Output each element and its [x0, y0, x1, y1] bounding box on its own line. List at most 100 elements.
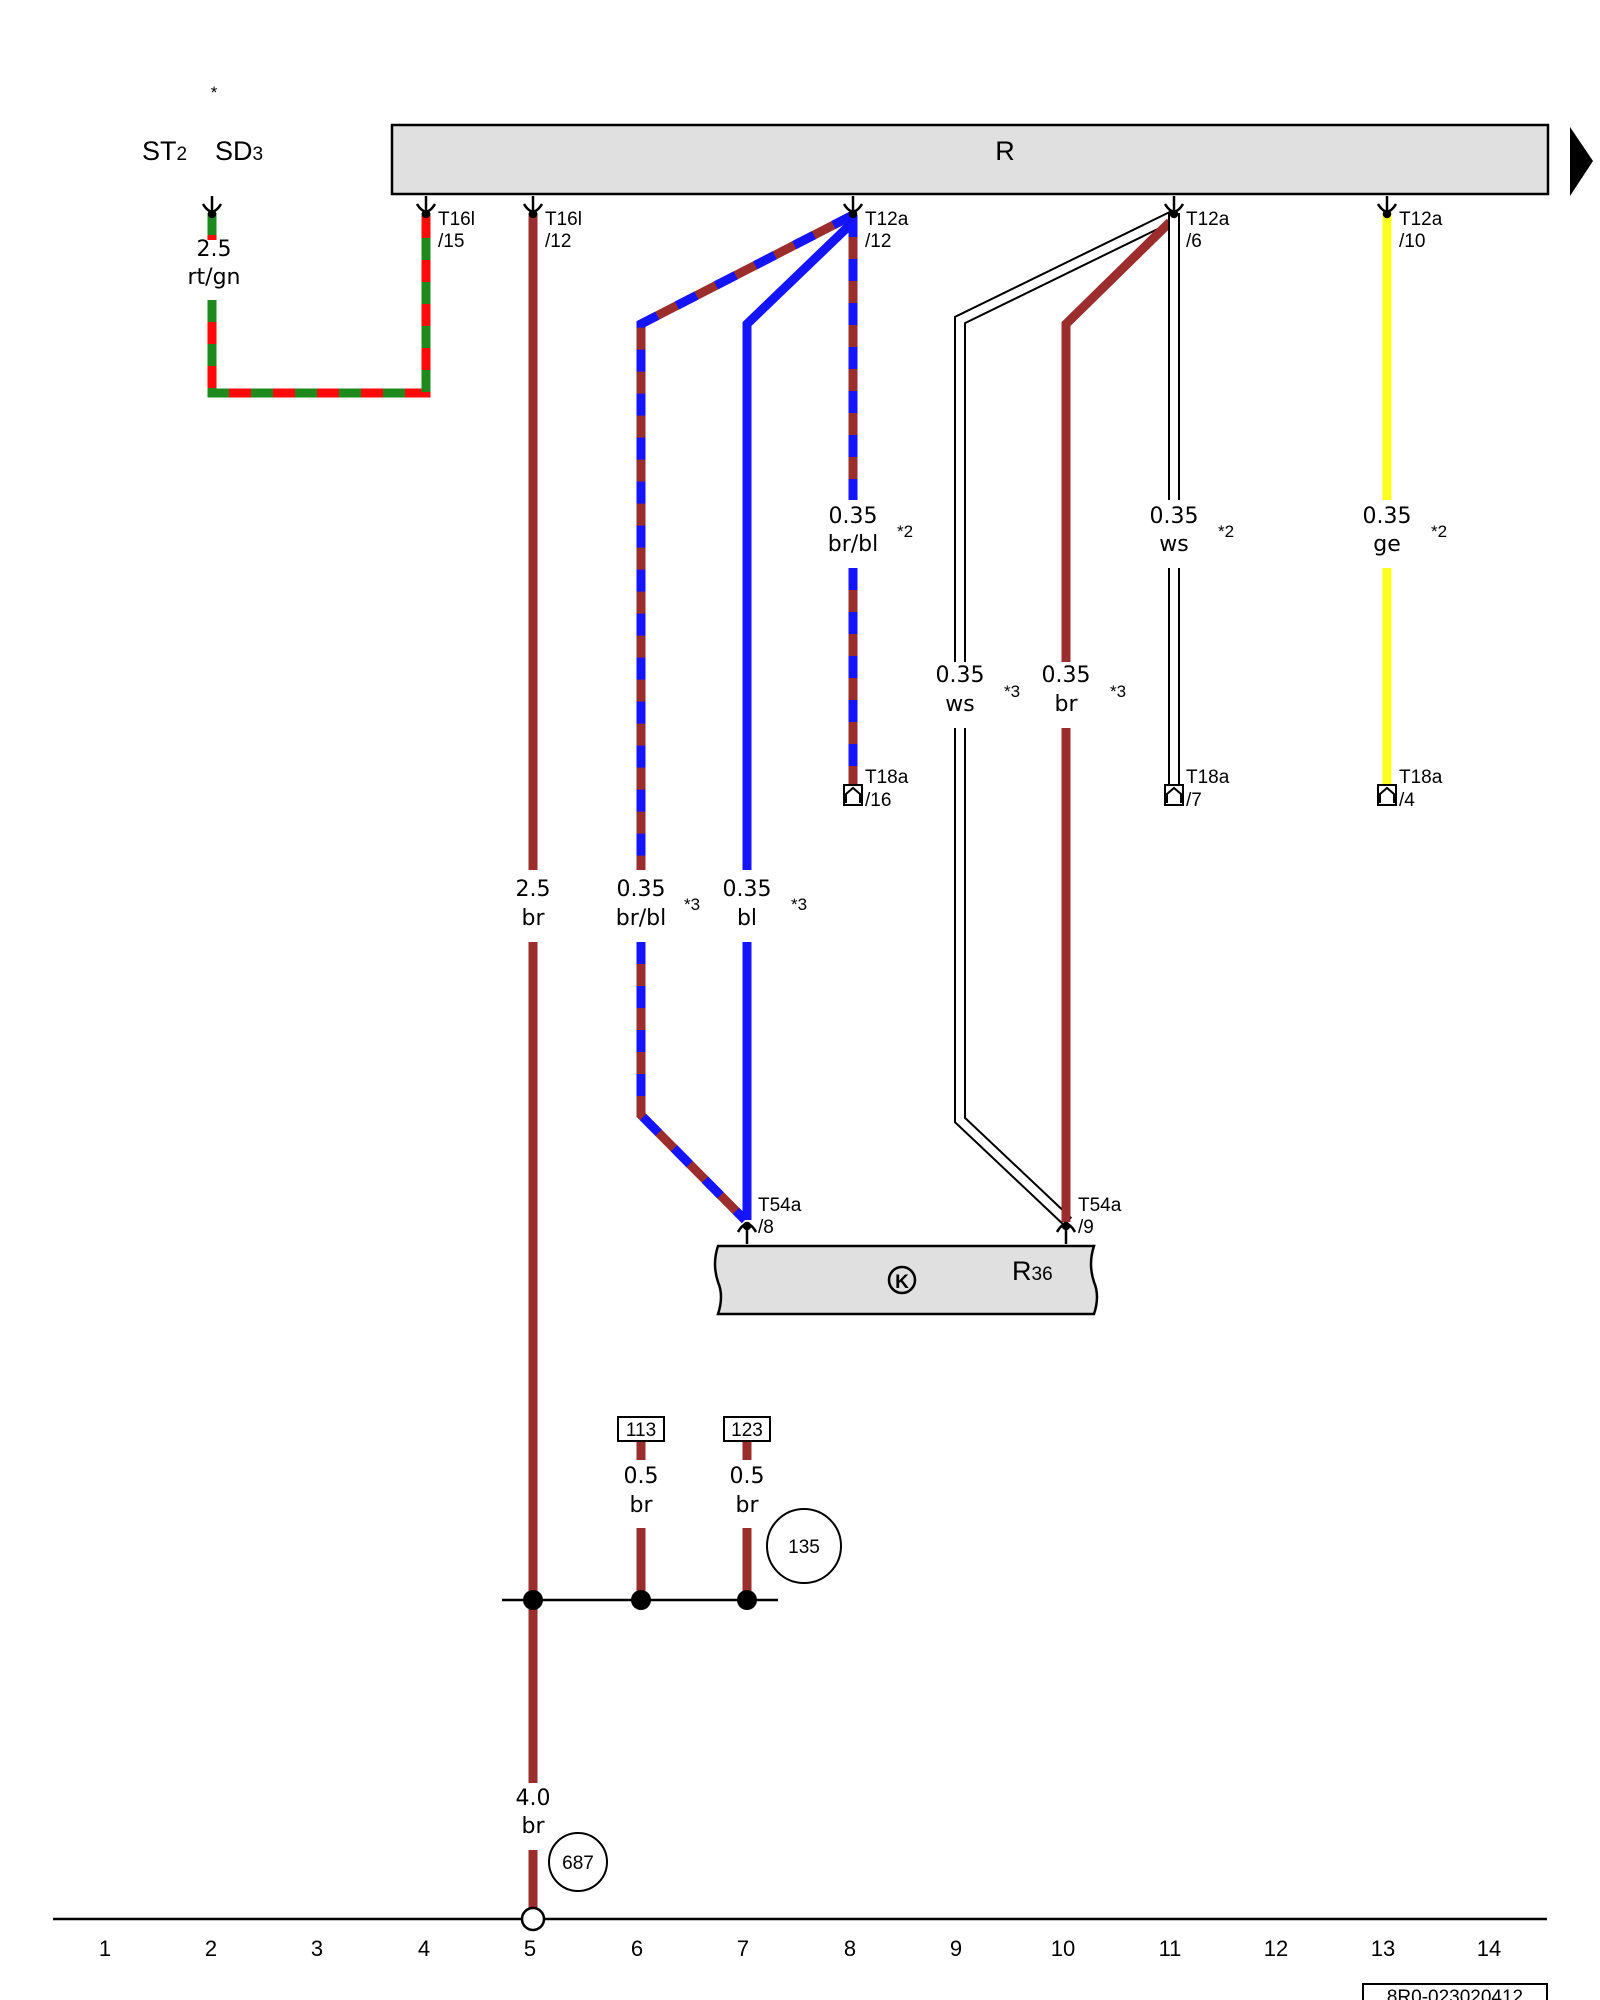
pin-symbols-top [201, 196, 1398, 219]
svg-text:2.5: 2.5 [197, 237, 232, 262]
connector-t54a-9: T54a/9 [1078, 1195, 1122, 1238]
svg-text:0.35: 0.35 [1363, 504, 1412, 529]
splice-node-icon [631, 1590, 651, 1610]
component-r36: K R36 [713, 1221, 1099, 1316]
pin-icon [522, 196, 544, 219]
continuation-arrow-icon [1570, 127, 1593, 196]
svg-text:ws: ws [1159, 532, 1188, 557]
ref-box-113: 113 [617, 1416, 665, 1442]
svg-text:*3: *3 [1110, 682, 1126, 701]
wire-br-bl-col6 [636, 210, 856, 1224]
svg-text:0.5: 0.5 [624, 1464, 659, 1489]
ground-splice [502, 1590, 778, 1610]
splice-node-icon [737, 1590, 757, 1610]
svg-text:T18a: T18a [1399, 767, 1443, 788]
connector-t54a-8: T54a/8 [758, 1195, 802, 1238]
svg-text:T18a: T18a [1186, 767, 1230, 788]
fuse-labels: ST2 SD3 * [142, 83, 263, 166]
doc-code-box: 8R0-023020412 [1362, 1983, 1548, 2000]
wire-label-br-123: 0.5br [730, 1464, 765, 1518]
svg-text:0.35: 0.35 [829, 504, 878, 529]
wire-label-rt-gn: 2.5 rt/gn [188, 237, 241, 290]
grid-number: 1 [99, 1936, 111, 1961]
pin-icon [736, 1221, 758, 1244]
ground-line [53, 1906, 1547, 1932]
grid-number: 5 [524, 1936, 536, 1961]
grid-numbers: 1 2 3 4 5 6 7 8 9 10 11 12 13 14 [99, 1936, 1501, 1961]
svg-text:T54a: T54a [1078, 1195, 1122, 1216]
svg-text:/15: /15 [438, 231, 464, 252]
svg-text:0.35: 0.35 [617, 877, 666, 902]
svg-text:0.5: 0.5 [730, 1464, 765, 1489]
pin-icon [1376, 196, 1398, 219]
svg-text:135: 135 [788, 1537, 820, 1558]
pin-icon [201, 196, 223, 219]
svg-text:0.35: 0.35 [723, 877, 772, 902]
svg-text:2.5: 2.5 [516, 877, 551, 902]
component-r: R [390, 123, 1550, 196]
svg-text:T12a: T12a [865, 209, 909, 230]
component-r-label: R [995, 136, 1015, 166]
svg-text:0.35: 0.35 [1150, 504, 1199, 529]
connector-t12a-12: T12a/12 [865, 209, 909, 252]
grid-number: 9 [950, 1936, 962, 1961]
connector-labels: T16l/15 T16l/12 T12a/12 T12a/6 T12a/10 T… [438, 209, 1443, 1238]
svg-text:123: 123 [731, 1420, 763, 1441]
grid-number: 10 [1051, 1936, 1075, 1961]
svg-text:br: br [521, 1814, 545, 1839]
wire-ws-col9 [954, 209, 1178, 1227]
wire-bl-col7 [742, 218, 857, 1220]
svg-text:*3: *3 [1004, 682, 1020, 701]
svg-text:/6: /6 [1186, 231, 1202, 252]
doc-code: 8R0-023020412 [1387, 1987, 1523, 2000]
svg-text:0.35: 0.35 [936, 663, 985, 688]
pin-icon [1163, 196, 1185, 219]
component-r36-label: R36 [1012, 1256, 1053, 1286]
connector-t16l-15: T16l/15 [438, 209, 475, 252]
svg-text:rt/gn: rt/gn [188, 265, 241, 290]
svg-text:*3: *3 [684, 895, 700, 914]
wire-label-br-113: 0.5br [624, 1464, 659, 1518]
reference-markers: 113 123 135 687 [548, 1416, 842, 1892]
grid-number: 4 [418, 1936, 430, 1961]
connector-t12a-6: T12a/6 [1186, 209, 1230, 252]
svg-text:br: br [521, 906, 545, 931]
relay-symbol-letter: K [895, 1272, 909, 1293]
svg-text:T12a: T12a [1186, 209, 1230, 230]
wire-br-col10 [1061, 218, 1174, 1222]
fuse-asterisk: * [211, 83, 218, 102]
svg-text:T16l: T16l [545, 209, 582, 230]
component-r-body [390, 123, 1550, 196]
wire-label-br-25: 2.5 br [516, 877, 551, 931]
svg-text:*2: *2 [897, 522, 913, 541]
wire-label-br-bl-col8: 0.35 br/bl *2 [828, 504, 913, 557]
ground-point-icon [520, 1906, 546, 1932]
plug-symbols [843, 784, 1397, 806]
plug-icon [843, 784, 863, 806]
svg-text:T12a: T12a [1399, 209, 1443, 230]
pin-icon [415, 196, 437, 219]
svg-text:/16: /16 [865, 790, 891, 811]
wire-label-br-40: 4.0br [516, 1786, 551, 1839]
grid-number: 12 [1264, 1936, 1288, 1961]
svg-text:/10: /10 [1399, 231, 1425, 252]
wire-labels: 2.5 rt/gn 2.5 br 0.35 br/bl *2 0.35 ws *2 0.35… [188, 237, 1448, 1839]
svg-text:br/bl: br/bl [828, 532, 879, 557]
plug-icon [1164, 784, 1184, 806]
svg-text:T18a: T18a [865, 767, 909, 788]
connector-t18a-4: T18a/4 [1399, 767, 1443, 811]
grid-number: 3 [311, 1936, 323, 1961]
grid-number: 14 [1477, 1936, 1501, 1961]
fuse-label-sd3: SD3 [215, 136, 263, 166]
svg-text:T54a: T54a [758, 1195, 802, 1216]
plug-icon [1377, 784, 1397, 806]
wire-rt-gn [207, 213, 431, 398]
svg-text:/8: /8 [758, 1217, 774, 1238]
svg-text:/7: /7 [1186, 790, 1202, 811]
